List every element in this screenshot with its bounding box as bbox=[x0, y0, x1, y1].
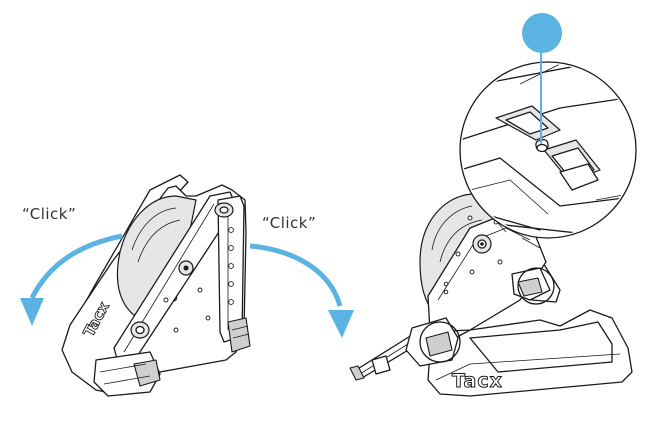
click-label-right: “Click” bbox=[262, 214, 317, 232]
rotate-left-arrowhead-icon bbox=[20, 298, 44, 326]
hinge-highlight-right bbox=[517, 267, 555, 305]
zoom-callout bbox=[459, 13, 637, 249]
click-label-left: “Click” bbox=[22, 205, 77, 223]
rotate-left-arrow-icon bbox=[29, 233, 123, 300]
trainer-base-logo: Tacx bbox=[452, 370, 503, 392]
callout-marker-icon bbox=[522, 13, 562, 53]
unfolded-trainer: Tacx bbox=[349, 193, 633, 397]
hinge-highlight-left bbox=[419, 321, 461, 363]
rotate-right-arrowhead-icon bbox=[328, 310, 354, 338]
rotate-right-arrow-icon bbox=[249, 243, 343, 307]
folded-trainer: Tacx bbox=[61, 174, 251, 397]
